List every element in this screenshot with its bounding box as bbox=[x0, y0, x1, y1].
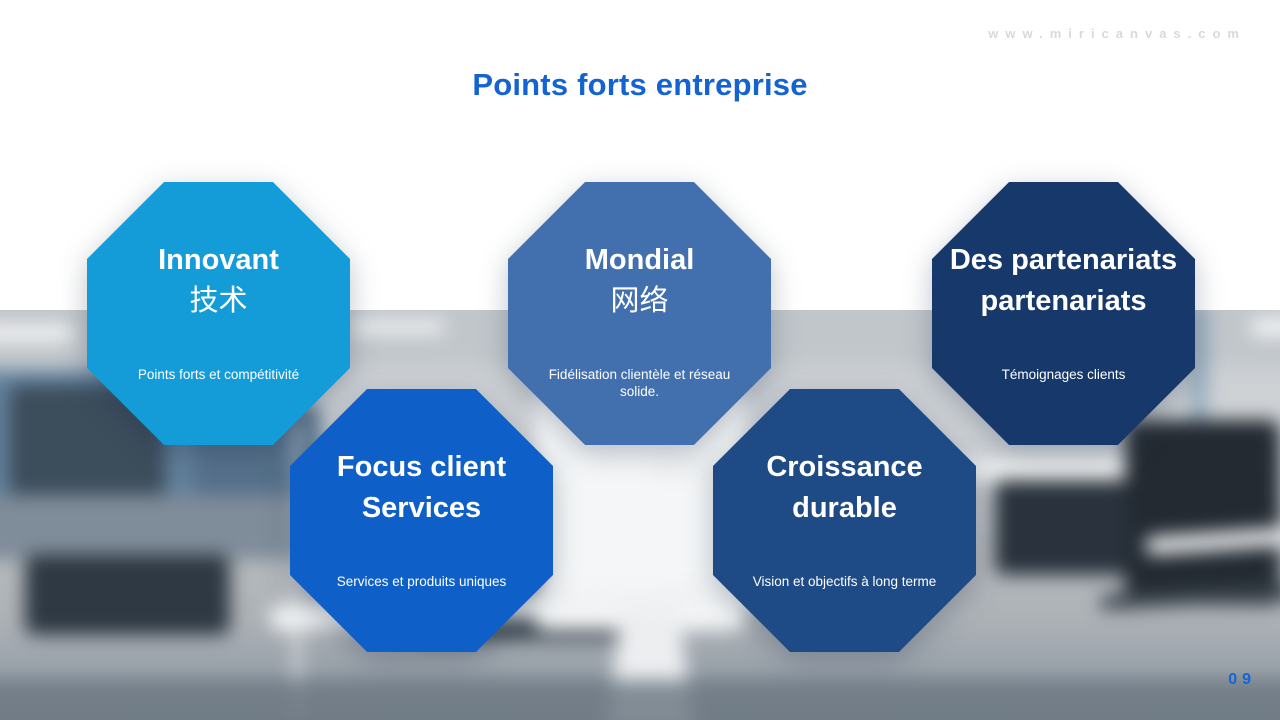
photo-underdesk-equipment-right bbox=[995, 480, 1130, 575]
octagon-shape: Mondial 网络 Fidélisation clientèle et rés… bbox=[508, 182, 771, 445]
photo-ceiling-light-right bbox=[1250, 318, 1280, 336]
octagon-shape: Focus client Services Services et produi… bbox=[290, 389, 553, 652]
octagon-focus-client: Focus client Services Services et produi… bbox=[290, 389, 553, 652]
octagon-subtitle: Points forts et compétitivité bbox=[137, 367, 300, 382]
watermark: www.miricanvas.com bbox=[988, 26, 1246, 41]
octagon-subtitle: Services et produits uniques bbox=[336, 574, 507, 589]
octagon-mondial: Mondial 网络 Fidélisation clientèle et rés… bbox=[508, 182, 771, 445]
octagon-title-line1: Des partenariats bbox=[949, 244, 1178, 276]
octagon-title-line2: 网络 bbox=[610, 285, 669, 317]
octagon-title-line1: Croissance bbox=[766, 451, 923, 483]
octagon-title: Croissance durable bbox=[766, 447, 922, 529]
octagon-shape: Innovant 技术 Points forts et compétitivit… bbox=[87, 182, 350, 445]
photo-ceiling-light-mid bbox=[350, 320, 445, 334]
octagon-innovant: Innovant 技术 Points forts et compétitivit… bbox=[87, 182, 350, 445]
octagon-title-line1: Mondial bbox=[584, 244, 695, 276]
octagon-title: Mondial 网络 bbox=[585, 240, 695, 322]
octagon-partenariats: Des partenariats partenariats Témoignage… bbox=[932, 182, 1195, 445]
octagon-subtitle: Fidélisation clientèle et réseau solide. bbox=[548, 367, 731, 399]
page-number: 09 bbox=[1228, 671, 1256, 688]
octagon-subtitle: Vision et objectifs à long terme bbox=[752, 574, 937, 589]
photo-floor-dark-band bbox=[0, 680, 1280, 720]
octagon-title: Focus client Services bbox=[337, 447, 506, 529]
photo-ceiling-light-left bbox=[0, 325, 75, 341]
octagon-shape: Croissance durable Vision et objectifs à… bbox=[713, 389, 976, 652]
octagon-title-line2: durable bbox=[792, 492, 897, 524]
page-title: Points forts entreprise bbox=[472, 67, 808, 102]
octagon-title-line2: partenariats bbox=[980, 285, 1147, 317]
octagon-title: Des partenariats partenariats bbox=[950, 240, 1177, 322]
octagon-title: Innovant 技术 bbox=[158, 240, 279, 322]
octagon-croissance-durable: Croissance durable Vision et objectifs à… bbox=[713, 389, 976, 652]
octagon-subtitle: Témoignages clients bbox=[1001, 367, 1126, 382]
octagon-title-line1: Focus client bbox=[336, 451, 507, 483]
octagon-title-line2: Services bbox=[361, 492, 482, 524]
octagon-shape: Des partenariats partenariats Témoignage… bbox=[932, 182, 1195, 445]
photo-chair-legs-left bbox=[25, 555, 230, 635]
octagon-title-line1: Innovant bbox=[158, 244, 279, 276]
photo-office-chair-right bbox=[1125, 420, 1280, 605]
octagon-title-line2: 技术 bbox=[189, 285, 248, 317]
